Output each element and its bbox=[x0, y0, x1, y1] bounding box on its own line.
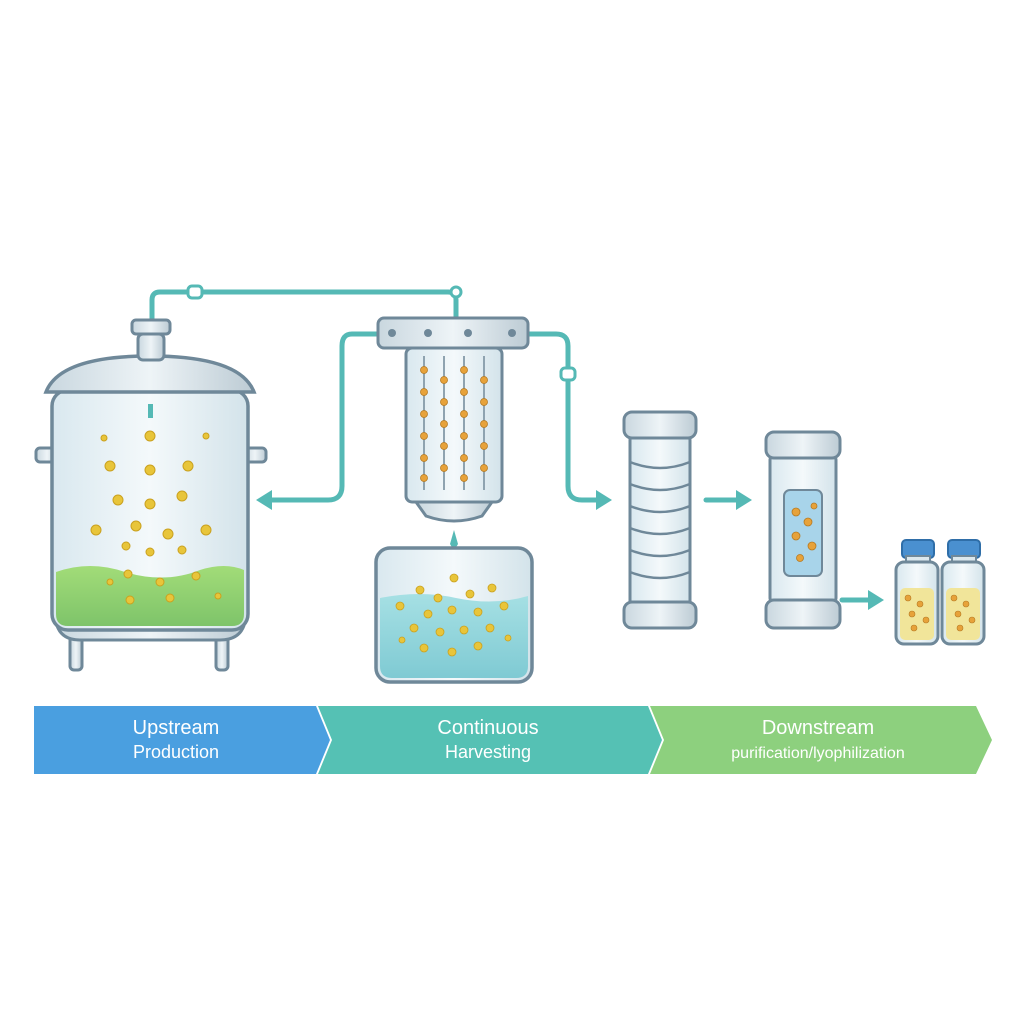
column-top-cap bbox=[622, 410, 698, 440]
filter-header-bar bbox=[376, 316, 530, 350]
stage-title-harvesting: Continuous bbox=[437, 717, 538, 739]
column-bottom-cap bbox=[622, 600, 698, 630]
harvest-tank bbox=[374, 546, 534, 684]
stage-banner-upstream bbox=[34, 706, 330, 774]
filter-outlet bbox=[413, 500, 495, 523]
purification-cartridge bbox=[764, 430, 842, 630]
vial-contents bbox=[900, 588, 934, 640]
cell-particles bbox=[90, 430, 222, 605]
column-rings bbox=[629, 460, 691, 580]
pipe-joint bbox=[559, 366, 577, 382]
pipe-joint bbox=[449, 285, 463, 299]
stage-subtitle-harvesting: Harvesting bbox=[445, 742, 531, 762]
arrowhead-to-column-icon bbox=[596, 490, 612, 510]
bioreactor bbox=[34, 318, 268, 672]
sparger-tip-icon bbox=[148, 404, 153, 418]
stage-banner-harvesting bbox=[318, 706, 662, 774]
stage-subtitle-upstream: Production bbox=[133, 742, 219, 762]
stage-banner-row: Upstream Production Continuous Harvestin… bbox=[34, 706, 992, 774]
product-vial bbox=[894, 539, 940, 646]
pipe-to-column bbox=[525, 331, 603, 503]
column-body bbox=[628, 434, 692, 608]
bioreactor-cap bbox=[130, 318, 172, 336]
bioreactor-broth bbox=[56, 566, 244, 626]
pipe-joint bbox=[186, 284, 204, 300]
pipe-joints bbox=[186, 284, 577, 382]
arrow-column-to-cartridge-icon bbox=[703, 490, 752, 510]
filter-bolts bbox=[388, 329, 516, 337]
product-vial bbox=[940, 539, 986, 646]
chromatography-column bbox=[622, 410, 698, 630]
stage-subtitle-downstream: purification/lyophilization bbox=[731, 745, 904, 762]
drip-icon bbox=[450, 530, 458, 548]
bioreactor-neck bbox=[136, 332, 166, 362]
cartridge-window bbox=[783, 489, 823, 577]
arrowhead-return-icon bbox=[256, 490, 272, 510]
stage-banner-downstream bbox=[650, 706, 992, 774]
harvest-particles bbox=[395, 573, 512, 657]
vial-contents bbox=[946, 588, 980, 640]
stage-title-upstream: Upstream bbox=[133, 717, 220, 739]
harvest-filter bbox=[376, 316, 530, 548]
harvest-liquid bbox=[380, 594, 528, 678]
arrow-cartridge-to-vials-icon bbox=[839, 590, 884, 610]
filter-captured-particles bbox=[420, 366, 488, 482]
cartridge-bottom-cap bbox=[764, 598, 842, 630]
cartridge-particles bbox=[791, 502, 818, 562]
pipe-return bbox=[265, 331, 383, 503]
cartridge-top-cap bbox=[764, 430, 842, 460]
stage-title-downstream: Downstream bbox=[762, 717, 874, 739]
